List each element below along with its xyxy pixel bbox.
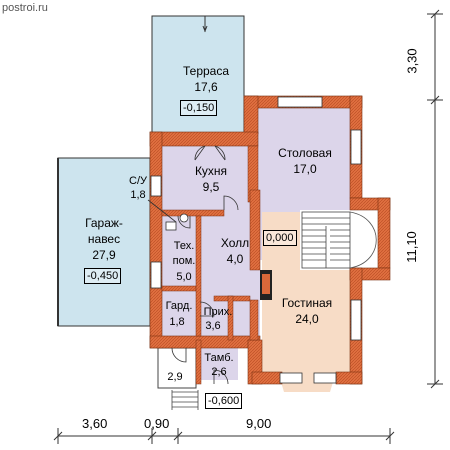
tech-room-name-line2: пом. [172, 255, 196, 267]
garage-level: -0,450 [84, 268, 122, 284]
dimension-bottom-1: 3,60 [82, 416, 108, 431]
porch-area: 2,9 [167, 371, 183, 383]
bathroom-fixtures [165, 213, 189, 231]
entry-area: 3,6 [205, 320, 221, 332]
tech-room-area: 5,0 [176, 271, 192, 283]
interior-walls [161, 145, 261, 385]
garage-name-line1: Гараж- [85, 216, 123, 230]
dimension-right-2: 11,10 [403, 231, 419, 263]
tech-room-name-line1: Тех. [173, 240, 195, 252]
dimension-bottom-3: 9,00 [246, 416, 272, 431]
garage-area [57, 157, 151, 327]
dimension-right-1: 3,30 [404, 48, 420, 74]
dining-area: 17,0 [293, 162, 317, 176]
dimension-lines [53, 9, 443, 444]
terrace-area [151, 15, 245, 135]
vestibule-name: Тамб. [204, 352, 234, 364]
staircase [301, 211, 377, 269]
terrace-level: -0,150 [180, 100, 218, 116]
dimension-bottom-2: 0,90 [144, 416, 170, 431]
kitchen-name: Кухня [194, 164, 228, 178]
living-room-area: 24,0 [295, 312, 319, 326]
doors [171, 145, 239, 385]
entry-name: Прих. [203, 306, 233, 318]
terrace-area: 17,6 [194, 80, 218, 94]
wardrobe-name: Гард. [165, 300, 193, 312]
bathroom-name: С/У [129, 175, 147, 187]
hall-level: 0,000 [263, 230, 297, 246]
porch-floor [157, 347, 197, 389]
kitchen-floor [160, 145, 250, 210]
porch-steps [171, 390, 199, 410]
vestibule-floor [196, 342, 238, 380]
bathroom-area: 1,8 [130, 189, 146, 201]
wardrobe-area: 1,8 [169, 316, 185, 328]
garage-name-line2: навес [87, 232, 121, 246]
kitchen-area: 9,5 [202, 180, 220, 194]
vestibule-area: 2,6 [211, 366, 227, 378]
dining-name: Столовая [278, 146, 332, 160]
porch-level: -0,600 [205, 393, 243, 409]
garage-area: 27,9 [92, 248, 116, 262]
hall-area: 4,0 [226, 252, 244, 266]
living-room-name: Гостиная [281, 296, 333, 310]
terrace-name: Терраса [182, 64, 230, 78]
hall-name: Холл [220, 236, 250, 250]
service-floor [160, 210, 260, 340]
windows [150, 96, 362, 384]
watermark: postroi.ru [2, 2, 48, 14]
